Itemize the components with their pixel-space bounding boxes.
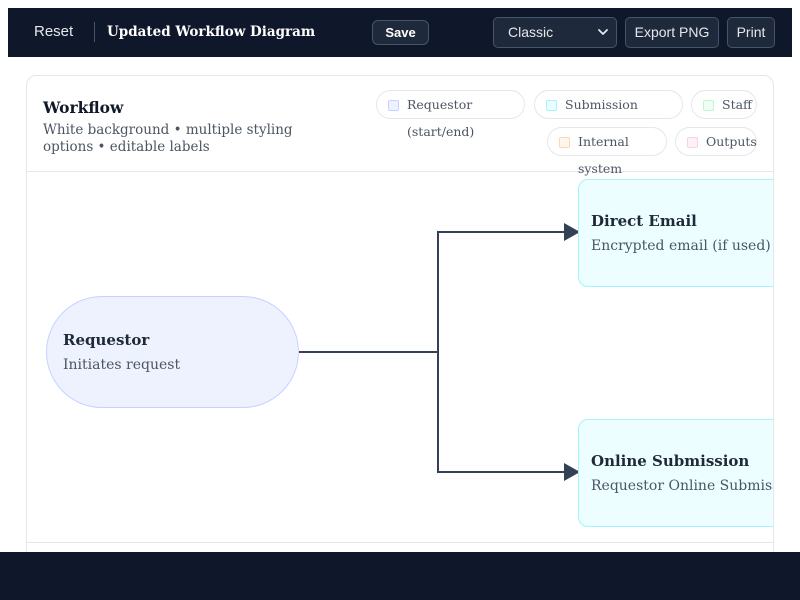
legend-label: Requestor (start/end) [407, 97, 475, 139]
bottom-bar [0, 552, 800, 600]
card-footer-divider [27, 542, 773, 543]
legend-swatch [559, 137, 570, 148]
node-title[interactable]: Requestor [63, 331, 150, 349]
legend-item-staff: Staff [691, 90, 757, 119]
card-subtitle: White background • multiple styling opti… [43, 122, 293, 155]
node-direct-email[interactable]: Direct Email Encrypted email (if used) [578, 179, 773, 287]
workflow-card: Workflow White background • multiple sty… [26, 75, 774, 565]
toolbar-divider [94, 22, 95, 42]
legend-label: Staff [722, 97, 752, 112]
legend-item-submission-channels: Submission channels [534, 90, 683, 139]
connector-requestor-to-email [299, 231, 564, 353]
save-button[interactable]: Save [372, 20, 429, 45]
export-png-button[interactable]: Export PNG [625, 17, 719, 48]
legend-item-requestor: Requestor (start/end) [376, 90, 525, 139]
legend-swatch [546, 100, 557, 111]
legend-swatch [703, 100, 714, 111]
legend-label: Outputs [706, 134, 757, 149]
node-description[interactable]: Initiates request [63, 357, 181, 373]
legend-item-outputs: Outputs [675, 127, 757, 156]
node-online-submission[interactable]: Online Submission Requestor Online Submi… [578, 419, 773, 527]
node-description[interactable]: Encrypted email (if used) [591, 238, 771, 254]
card-header: Workflow White background • multiple sty… [27, 76, 773, 176]
card-title: Workflow [43, 98, 124, 117]
style-select-value: Classic [508, 24, 554, 40]
legend-label: Internal system [578, 134, 629, 176]
reset-button[interactable]: Reset [22, 20, 85, 44]
style-select[interactable]: Classic [493, 17, 617, 48]
node-description[interactable]: Requestor Online Submission Form [591, 478, 773, 494]
print-button[interactable]: Print [727, 17, 775, 48]
node-title[interactable]: Direct Email [591, 212, 697, 230]
diagram-canvas[interactable]: Requestor Initiates request Direct Email… [27, 173, 773, 543]
legend-swatch [388, 100, 399, 111]
legend-swatch [687, 137, 698, 148]
chevron-down-icon [598, 29, 608, 35]
node-requestor[interactable]: Requestor Initiates request [46, 296, 299, 408]
connector-layer [299, 223, 580, 481]
legend-item-internal-system: Internal system [547, 127, 667, 176]
top-toolbar: Reset Updated Workflow Diagram Save Clas… [8, 8, 792, 57]
document-title[interactable]: Updated Workflow Diagram [107, 24, 316, 40]
node-title[interactable]: Online Submission [591, 452, 750, 470]
arrowhead-online [564, 463, 580, 481]
connector-requestor-to-online [437, 352, 564, 473]
arrowhead-email [564, 223, 580, 241]
